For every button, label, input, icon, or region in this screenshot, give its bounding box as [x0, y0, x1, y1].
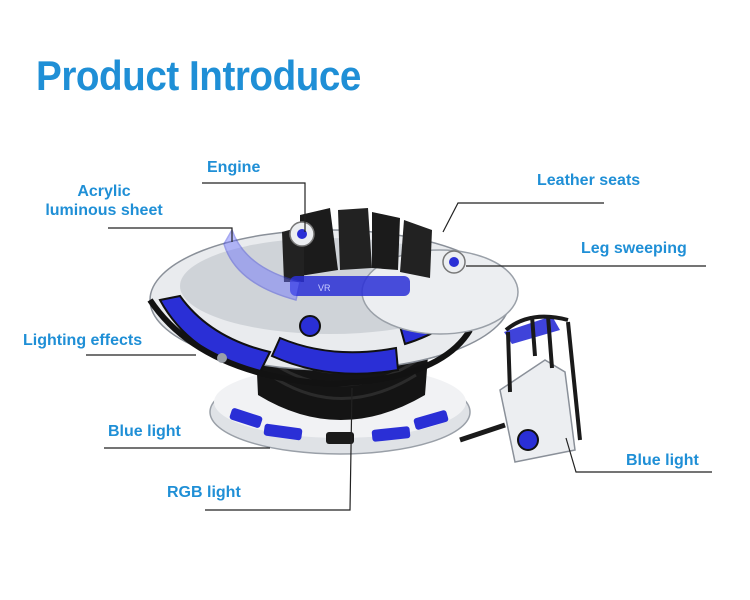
rgb-light-leader-line: [205, 387, 353, 511]
machine-stairs: [459, 314, 582, 463]
label-rgb-light: RGB light: [167, 484, 241, 501]
machine-engines: [289, 221, 466, 274]
blue-light-right-leader-line: [565, 437, 712, 473]
label-leather-seats: Leather seats: [537, 172, 641, 189]
engine-leader-line: [202, 182, 306, 232]
label-acrylic: Acrylic luminous sheet: [33, 182, 175, 220]
acrylic-leader-line: [108, 227, 233, 242]
seat-vr-text: VR: [318, 283, 331, 293]
page-title: Product Introduce: [36, 52, 361, 99]
label-leg-sweeping: Leg sweeping: [581, 240, 687, 257]
leather-seats-leader-line: [442, 202, 604, 233]
label-acrylic-line1: Acrylic: [77, 183, 131, 200]
acrylic-sheet: [223, 228, 301, 301]
label-engine: Engine: [207, 159, 261, 176]
label-blue-light-left: Blue light: [108, 423, 181, 440]
label-lighting-effects: Lighting effects: [23, 332, 143, 349]
label-blue-light-right: Blue light: [626, 452, 699, 469]
label-acrylic-line2: luminous sheet: [45, 202, 163, 219]
